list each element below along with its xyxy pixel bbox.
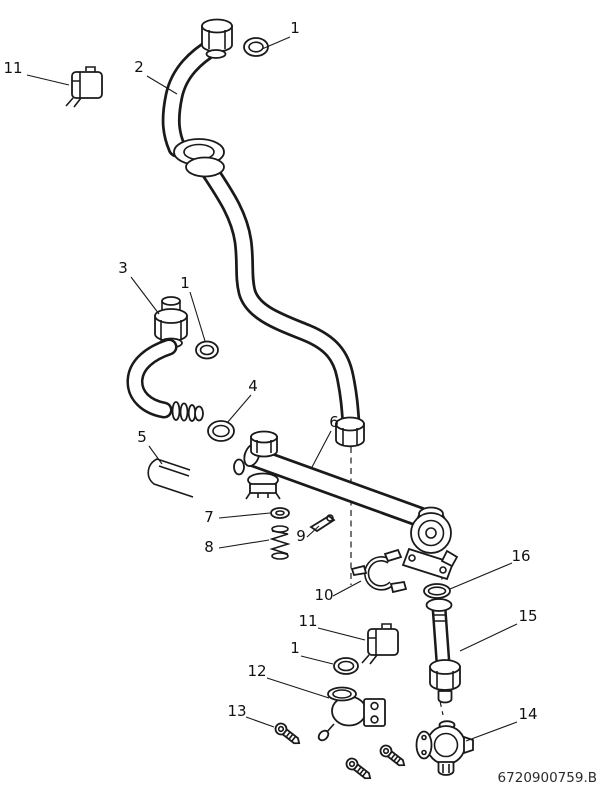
part-12-elbow xyxy=(317,686,386,742)
callout-5: 5 xyxy=(137,428,147,446)
callout-2: 2 xyxy=(134,58,144,76)
part-4-oring xyxy=(207,420,235,442)
leader-lines xyxy=(26,36,518,742)
callout-3: 3 xyxy=(118,259,128,277)
part-2-pipe xyxy=(161,18,365,448)
part-16-oring xyxy=(423,583,451,599)
callout-7: 7 xyxy=(204,508,214,526)
pipe-2-top-nut xyxy=(201,18,233,59)
part-1-oring-bottom xyxy=(333,657,359,675)
callout-13: 13 xyxy=(227,702,246,720)
callout-9: 9 xyxy=(296,527,306,545)
part-5-retaining-clip xyxy=(147,458,194,498)
part-15-pipe xyxy=(425,598,461,704)
part-1-oring-mid xyxy=(195,340,219,360)
manifold-pump-head xyxy=(401,506,459,581)
part-13-screw xyxy=(377,742,409,771)
part-11-clip-top xyxy=(65,66,103,108)
part-13-screw xyxy=(343,755,375,784)
callout-11-top: 11 xyxy=(3,59,22,77)
callout-8: 8 xyxy=(204,538,214,556)
pipe-2-bottom-nut xyxy=(335,416,365,448)
callout-11-bottom: 11 xyxy=(298,612,317,630)
part-8-spring xyxy=(269,525,291,560)
part-11-clip-bottom xyxy=(361,623,399,665)
part-14-valve-body xyxy=(415,720,474,776)
callout-1-mid: 1 xyxy=(180,274,190,292)
part-13-screw xyxy=(272,720,304,749)
part-9-clip xyxy=(309,514,336,533)
callout-1-top: 1 xyxy=(290,19,300,37)
callout-14: 14 xyxy=(518,705,537,723)
callout-10: 10 xyxy=(314,586,333,604)
callout-15: 15 xyxy=(518,607,537,625)
part-number-label: 6720900759.B xyxy=(498,770,597,786)
callout-16: 16 xyxy=(511,547,530,565)
callout-4: 4 xyxy=(248,377,258,395)
part-6-manifold xyxy=(233,430,459,581)
pipe-2-union-flange xyxy=(173,138,225,178)
part-7-valve-seat xyxy=(270,507,290,519)
callout-1-bottom: 1 xyxy=(290,639,300,657)
callout-6: 6 xyxy=(329,413,339,431)
part-3-pipe xyxy=(126,296,204,422)
part-10-clamp xyxy=(350,548,408,594)
callout-12: 12 xyxy=(247,662,266,680)
part-1-oring-top xyxy=(243,37,269,57)
